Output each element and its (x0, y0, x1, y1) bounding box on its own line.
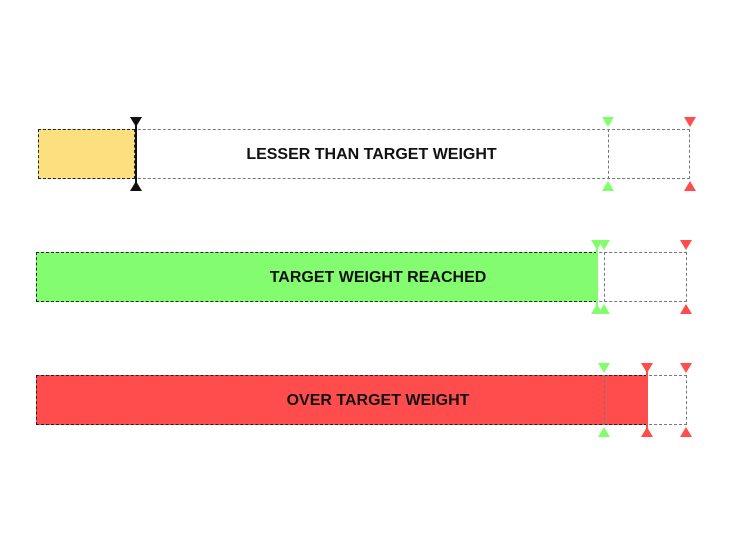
bar-over-current-marker-top (641, 363, 653, 373)
bar-over-limit-marker-top (680, 363, 692, 373)
bar-below-limit-marker-bottom (684, 181, 696, 191)
bar-over-limit-marker-bottom (680, 427, 692, 437)
bar-below-fill (38, 129, 135, 179)
bar-below-limit-marker-top (684, 117, 696, 127)
bar-over-current-marker-bottom (641, 427, 653, 437)
bar-reached-current-marker-bottom (591, 304, 603, 314)
bar-reached-label: TARGET WEIGHT REACHED (269, 269, 487, 286)
bar-reached-target-divider (604, 252, 605, 302)
bar-reached-current-line (596, 248, 598, 306)
bar-below-target-marker-top (602, 117, 614, 127)
bar-reached-limit-marker-bottom (680, 304, 692, 314)
bar-reached-target-marker-top (598, 240, 610, 250)
bar-below-current-marker-top (130, 117, 142, 127)
bar-reached-current-marker-top (591, 240, 603, 250)
bar-below-target-divider (608, 129, 609, 179)
bar-below-target (38, 129, 690, 179)
bar-over-target-marker-bottom (598, 427, 610, 437)
bar-over-label: OVER TARGET WEIGHT (286, 392, 470, 409)
bar-below-label: LESSER THAN TARGET WEIGHT (246, 146, 497, 163)
bar-over-current-line (646, 371, 648, 429)
bar-over-target-marker-top (598, 363, 610, 373)
bar-over-target-divider (604, 375, 605, 425)
bar-below-current-line (135, 125, 137, 183)
bar-over-fill (36, 375, 647, 425)
bar-reached-target-marker-bottom (598, 304, 610, 314)
bar-below-target-marker-bottom (602, 181, 614, 191)
bar-below-current-marker-bottom (130, 181, 142, 191)
bar-reached-limit-marker-top (680, 240, 692, 250)
